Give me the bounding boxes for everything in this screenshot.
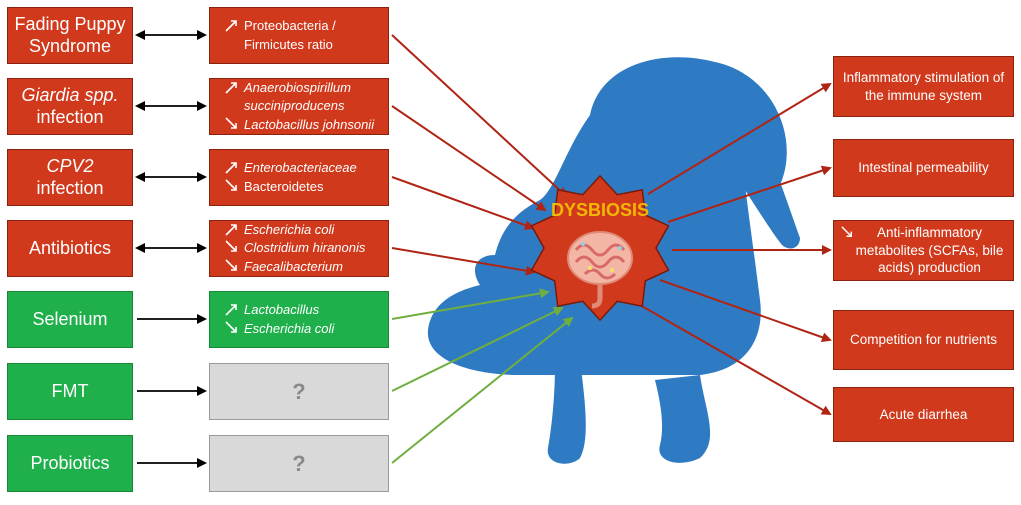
arrow-down-icon xyxy=(225,320,237,333)
microbiota-to-dysbiosis-arrow xyxy=(391,34,568,198)
effect-intestinal-permeability: Intestinal permeability xyxy=(833,139,1014,197)
microbiota-box-5: Lactobacillus Escherichia coli xyxy=(209,291,389,348)
microbiota-box-1: Proteobacteria / Firmicutes ratio xyxy=(209,7,389,64)
cause-line: FMT xyxy=(51,380,89,401)
cause-fmt: FMT xyxy=(7,363,133,420)
microbiota-box-unknown-fmt: ? xyxy=(209,363,389,420)
effect-text: Acute diarrhea xyxy=(879,406,968,422)
microbiota-text: Enterobacteriaceae xyxy=(244,160,357,176)
arrow-down-icon xyxy=(225,178,237,191)
effect-anti-inflammatory-metabolites: Anti-inflammatory metabolites (SCFAs, bi… xyxy=(833,220,1014,281)
dysbiosis-label: DYSBIOSIS xyxy=(551,200,649,220)
cause-line: Fading Puppy xyxy=(14,13,126,34)
microbiota-text: Escherichia coli xyxy=(244,320,335,336)
intestine-icon xyxy=(567,231,633,309)
dysbiosis-to-effect-arrow xyxy=(639,304,832,415)
cause-antibiotics: Antibiotics xyxy=(7,220,133,277)
cause-line: Syndrome xyxy=(28,35,112,56)
microbiota-text: Faecalibacterium xyxy=(244,258,343,274)
microbiota-text: Escherichia coli xyxy=(244,222,335,238)
intervention-to-dysbiosis-arrow xyxy=(391,316,574,464)
effect-text: Anti-inflammatory metabolites (SCFAs, bi… xyxy=(855,225,1004,276)
cause-giardia-infection: Giardia spp. infection xyxy=(7,78,133,135)
microbiota-box-unknown-probiotics: ? xyxy=(209,435,389,492)
arrow-up-icon xyxy=(225,82,237,94)
effect-text: Inflammatory stimulation of the immune s… xyxy=(842,69,1005,103)
effect-text: Competition for nutrients xyxy=(849,332,998,348)
dysbiosis-to-effect-arrow xyxy=(667,165,832,223)
arrow-up-icon xyxy=(225,20,237,32)
arrow-down-icon xyxy=(225,259,237,271)
microbiota-text: succiniproducens xyxy=(244,98,345,114)
cause-line: Selenium xyxy=(32,308,108,329)
microbiota-text: Anaerobiospirillum xyxy=(244,80,351,96)
microbiota-text: Bacteroidetes xyxy=(244,178,324,194)
effect-competition-for-nutrients: Competition for nutrients xyxy=(833,310,1014,370)
cause-cpv2-infection: CPV2 infection xyxy=(7,149,133,206)
arrow-down-icon xyxy=(225,240,237,253)
microbiota-text: Lactobacillus xyxy=(244,302,320,318)
effect-inflammatory-stimulation: Inflammatory stimulation of the immune s… xyxy=(833,56,1014,117)
intervention-to-dysbiosis-arrow xyxy=(391,288,550,320)
cause-selenium: Selenium xyxy=(7,291,133,348)
dysbiosis-to-effect-arrow xyxy=(659,279,832,343)
dysbiosis-star: DYSBIOSIS xyxy=(530,174,670,322)
cause-line: Giardia spp. xyxy=(21,84,119,105)
arrow-down-icon xyxy=(841,226,852,238)
microbiota-text: Clostridium hiranonis xyxy=(244,240,366,256)
microbiota-text: Lactobacillus johnsonii xyxy=(244,116,375,132)
arrow-up-icon xyxy=(225,304,237,316)
arrow-up-icon xyxy=(225,162,237,174)
microbiota-box-2: Anaerobiospirillum succiniproducens Lact… xyxy=(209,78,389,135)
microbiota-box-3: Enterobacteriaceae Bacteroidetes xyxy=(209,149,389,206)
cause-line: infection xyxy=(36,177,104,198)
cause-line: infection xyxy=(36,106,104,127)
dysbiosis-to-effect-arrow xyxy=(647,82,832,195)
arrow-down-icon xyxy=(225,117,237,129)
effect-text: Intestinal permeability xyxy=(858,160,989,176)
intervention-to-dysbiosis-arrow xyxy=(391,307,564,392)
microbiota-to-dysbiosis-arrow xyxy=(391,176,535,230)
cause-line: CPV2 xyxy=(46,155,94,176)
microbiota-box-4: Escherichia coli Clostridium hiranonis F… xyxy=(209,220,389,277)
cause-line: Probiotics xyxy=(30,452,110,473)
microbiota-text: Proteobacteria / xyxy=(244,18,336,34)
arrow-up-icon xyxy=(225,224,237,236)
unknown-mark: ? xyxy=(292,450,306,476)
microbiota-text: Firmicutes ratio xyxy=(244,36,333,52)
effect-acute-diarrhea: Acute diarrhea xyxy=(833,387,1014,442)
unknown-mark: ? xyxy=(292,378,306,404)
microbiota-to-dysbiosis-arrow xyxy=(391,105,547,212)
cause-fading-puppy-syndrome: Fading Puppy Syndrome xyxy=(7,7,133,64)
cause-probiotics: Probiotics xyxy=(7,435,133,492)
cause-line: Antibiotics xyxy=(28,237,112,258)
microbiota-to-dysbiosis-arrow xyxy=(391,247,536,276)
